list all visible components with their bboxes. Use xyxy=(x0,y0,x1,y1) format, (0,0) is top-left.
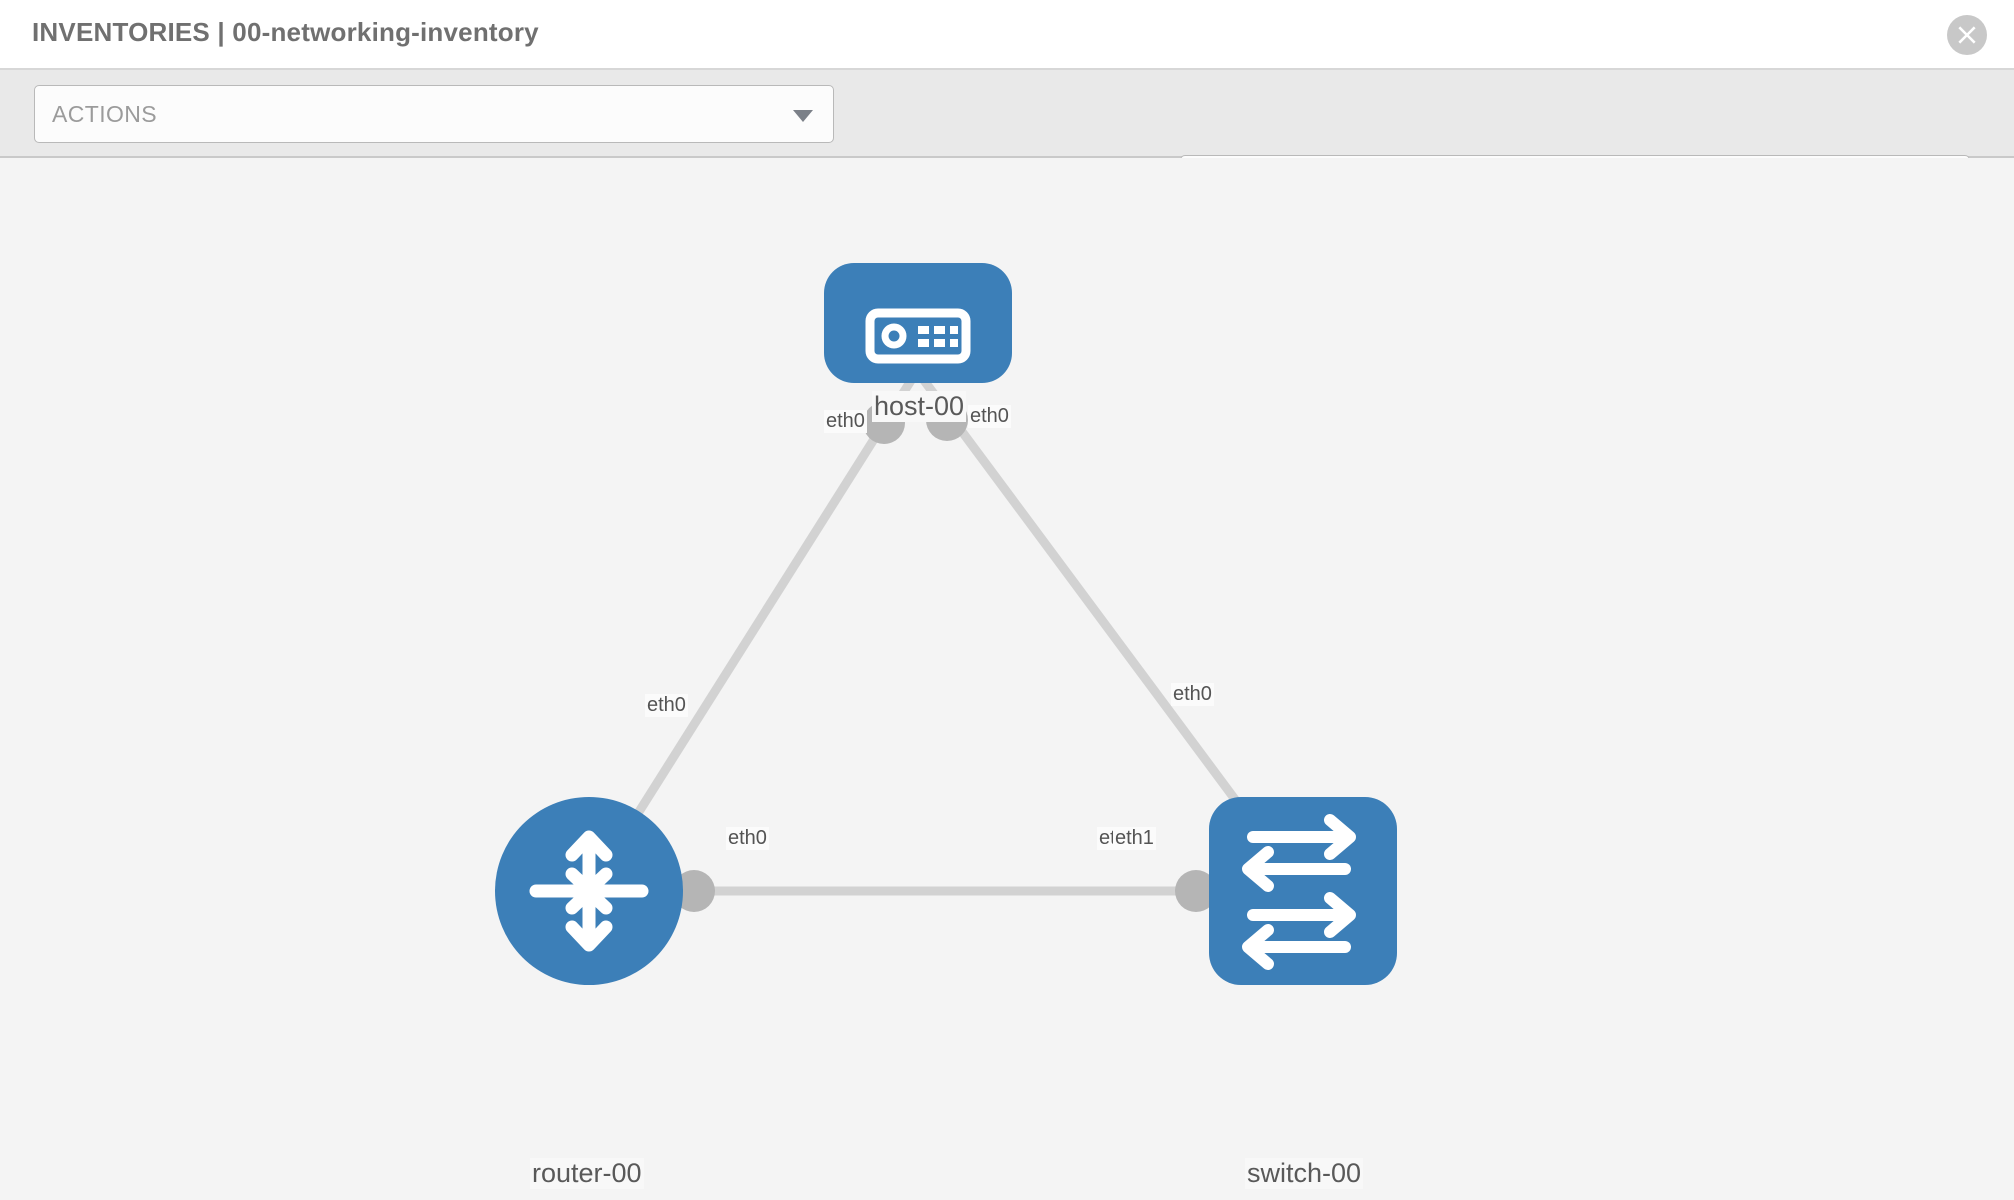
router-icon xyxy=(529,830,649,952)
actions-dropdown[interactable]: ACTIONS xyxy=(34,85,834,143)
iface-label: eth0 xyxy=(645,694,688,717)
node-host-00 xyxy=(824,263,1012,383)
link-router-host xyxy=(585,368,921,894)
page-title: INVENTORIES | 00-networking-inventory xyxy=(32,17,539,47)
node-router-00 xyxy=(495,797,683,985)
iface-label: eth0 xyxy=(824,410,867,433)
iface-label: eth0 xyxy=(1171,683,1214,706)
connector-circle xyxy=(673,870,715,912)
page-header: INVENTORIES | 00-networking-inventory xyxy=(0,0,2014,70)
node-label-router-00[interactable]: router-00 xyxy=(530,1158,644,1189)
node-label-switch-00[interactable]: switch-00 xyxy=(1245,1158,1364,1189)
actions-dropdown-label: ACTIONS xyxy=(52,101,158,127)
connector-circle xyxy=(1175,870,1217,912)
chevron-down-icon xyxy=(793,110,813,122)
toolbar: ACTIONS SEARCH xyxy=(0,70,2014,213)
node-label-host-00[interactable]: host-00 xyxy=(872,391,967,422)
switch-icon xyxy=(1242,814,1356,970)
server-icon xyxy=(865,308,971,364)
topology-links xyxy=(585,368,1307,896)
topology-graph xyxy=(495,263,1397,985)
close-icon[interactable] xyxy=(1947,15,1987,55)
node-host-00-shape xyxy=(824,263,1012,383)
iface-label: eth1 xyxy=(1113,827,1156,850)
node-switch-00-shape xyxy=(1209,797,1397,985)
iface-label: eth0 xyxy=(968,405,1011,428)
topology-canvas[interactable]: host-00 router-00 switch-00 eth0 eth0 et… xyxy=(0,158,2014,1200)
iface-label: eth0 xyxy=(726,827,769,850)
node-switch-00 xyxy=(1209,797,1397,985)
